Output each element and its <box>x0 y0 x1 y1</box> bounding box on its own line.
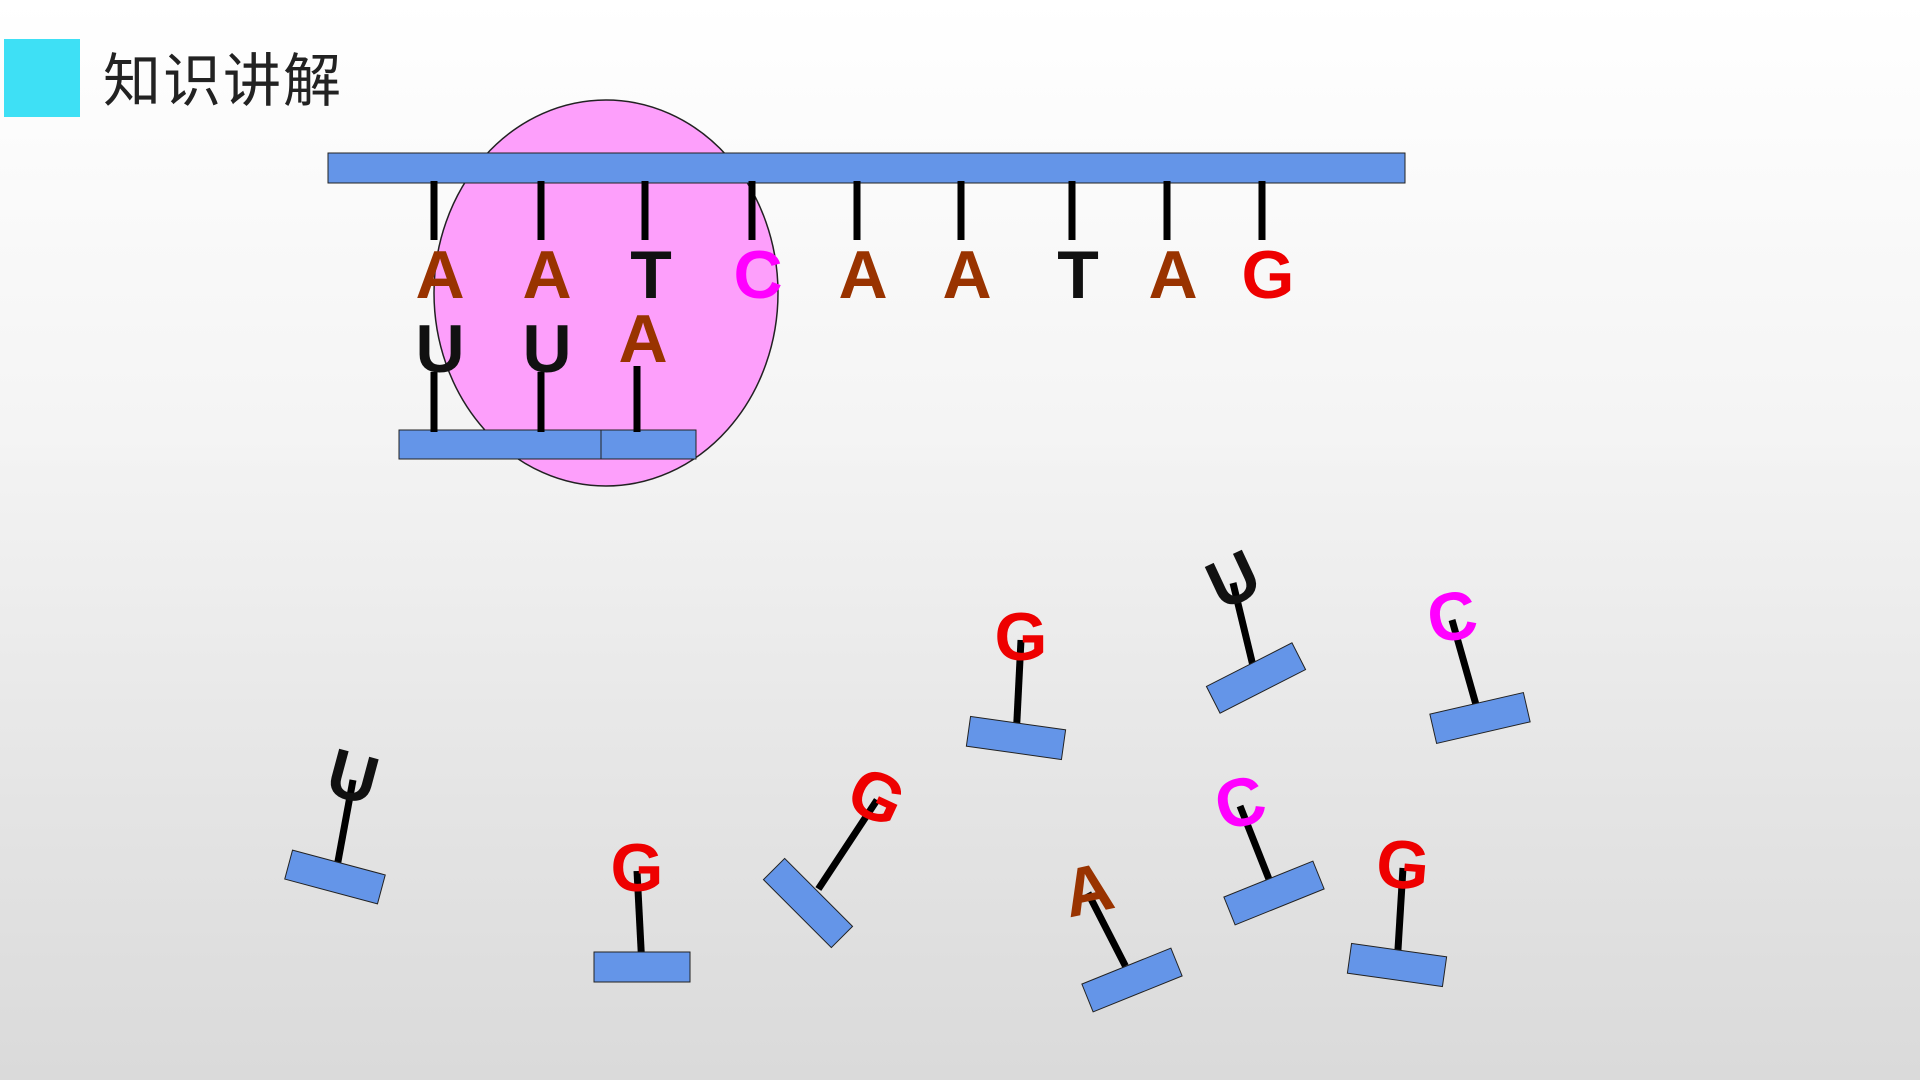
free-nucleotide-label: C <box>1421 575 1483 658</box>
rna-strand-segment <box>600 429 697 460</box>
free-nucleotide-label: G <box>611 830 664 906</box>
template-base-label: A <box>838 237 887 313</box>
free-nucleotide: A <box>1056 848 1183 1013</box>
free-nucleotide-stick <box>633 870 645 954</box>
free-nucleotide-label: C <box>1207 760 1274 846</box>
paired-base-label: A <box>618 301 667 377</box>
template-base-label: G <box>1242 237 1295 313</box>
free-nucleotide-stick <box>1236 804 1273 881</box>
free-nucleotide: G <box>762 751 917 949</box>
free-nucleotide-label: G <box>837 751 917 842</box>
page-title: 知识讲解 <box>103 47 344 115</box>
enzyme-ellipse <box>433 99 779 487</box>
free-nucleotide-stick <box>1229 582 1256 665</box>
free-nucleotide: G <box>1346 825 1448 988</box>
free-nucleotide-plate <box>1081 947 1183 1013</box>
free-nucleotide-plate <box>965 715 1067 761</box>
paired-base-label: U <box>522 311 571 387</box>
free-nucleotide-plate <box>1429 691 1531 745</box>
free-nucleotide-label: A <box>1056 848 1120 933</box>
free-nucleotide-plate <box>1223 860 1325 926</box>
free-nucleotide: U <box>1195 535 1307 714</box>
free-nucleotide-label: G <box>1373 825 1432 905</box>
template-base-label: T <box>1057 237 1099 313</box>
title-accent-block <box>4 39 80 117</box>
template-base-label: A <box>1148 237 1197 313</box>
template-base-label: T <box>630 237 672 313</box>
free-nucleotide-plate <box>1346 942 1448 988</box>
free-nucleotide: G <box>593 830 691 983</box>
free-nucleotide-plate <box>593 951 691 983</box>
free-nucleotide-stick <box>334 779 357 864</box>
free-nucleotide: G <box>965 599 1067 761</box>
dna-backbone <box>327 152 1406 184</box>
free-nucleotides: G U C U G G A C G <box>284 535 1531 1013</box>
template-base-label: A <box>415 237 464 313</box>
free-nucleotide-stick <box>1084 891 1129 968</box>
free-nucleotide-stick <box>1013 639 1025 725</box>
free-nucleotide-stick <box>1394 867 1407 952</box>
paired-base-label: U <box>415 311 464 387</box>
template-base-label: A <box>942 237 991 313</box>
free-nucleotide: C <box>1421 575 1531 745</box>
free-nucleotide-plate <box>284 849 386 905</box>
free-nucleotide-label: U <box>1195 535 1272 625</box>
rna-strand-segment <box>398 429 602 460</box>
free-nucleotide-label: U <box>319 734 386 820</box>
free-nucleotide-plate <box>1205 642 1307 714</box>
free-nucleotide-stick <box>815 798 880 891</box>
free-nucleotide-label: G <box>995 599 1048 675</box>
free-nucleotide: C <box>1207 760 1325 926</box>
template-base-label: C <box>733 237 782 313</box>
free-nucleotide-stick <box>1448 619 1480 705</box>
template-base-label: A <box>522 237 571 313</box>
free-nucleotide-plate <box>762 857 854 949</box>
free-nucleotide: U <box>284 734 386 905</box>
